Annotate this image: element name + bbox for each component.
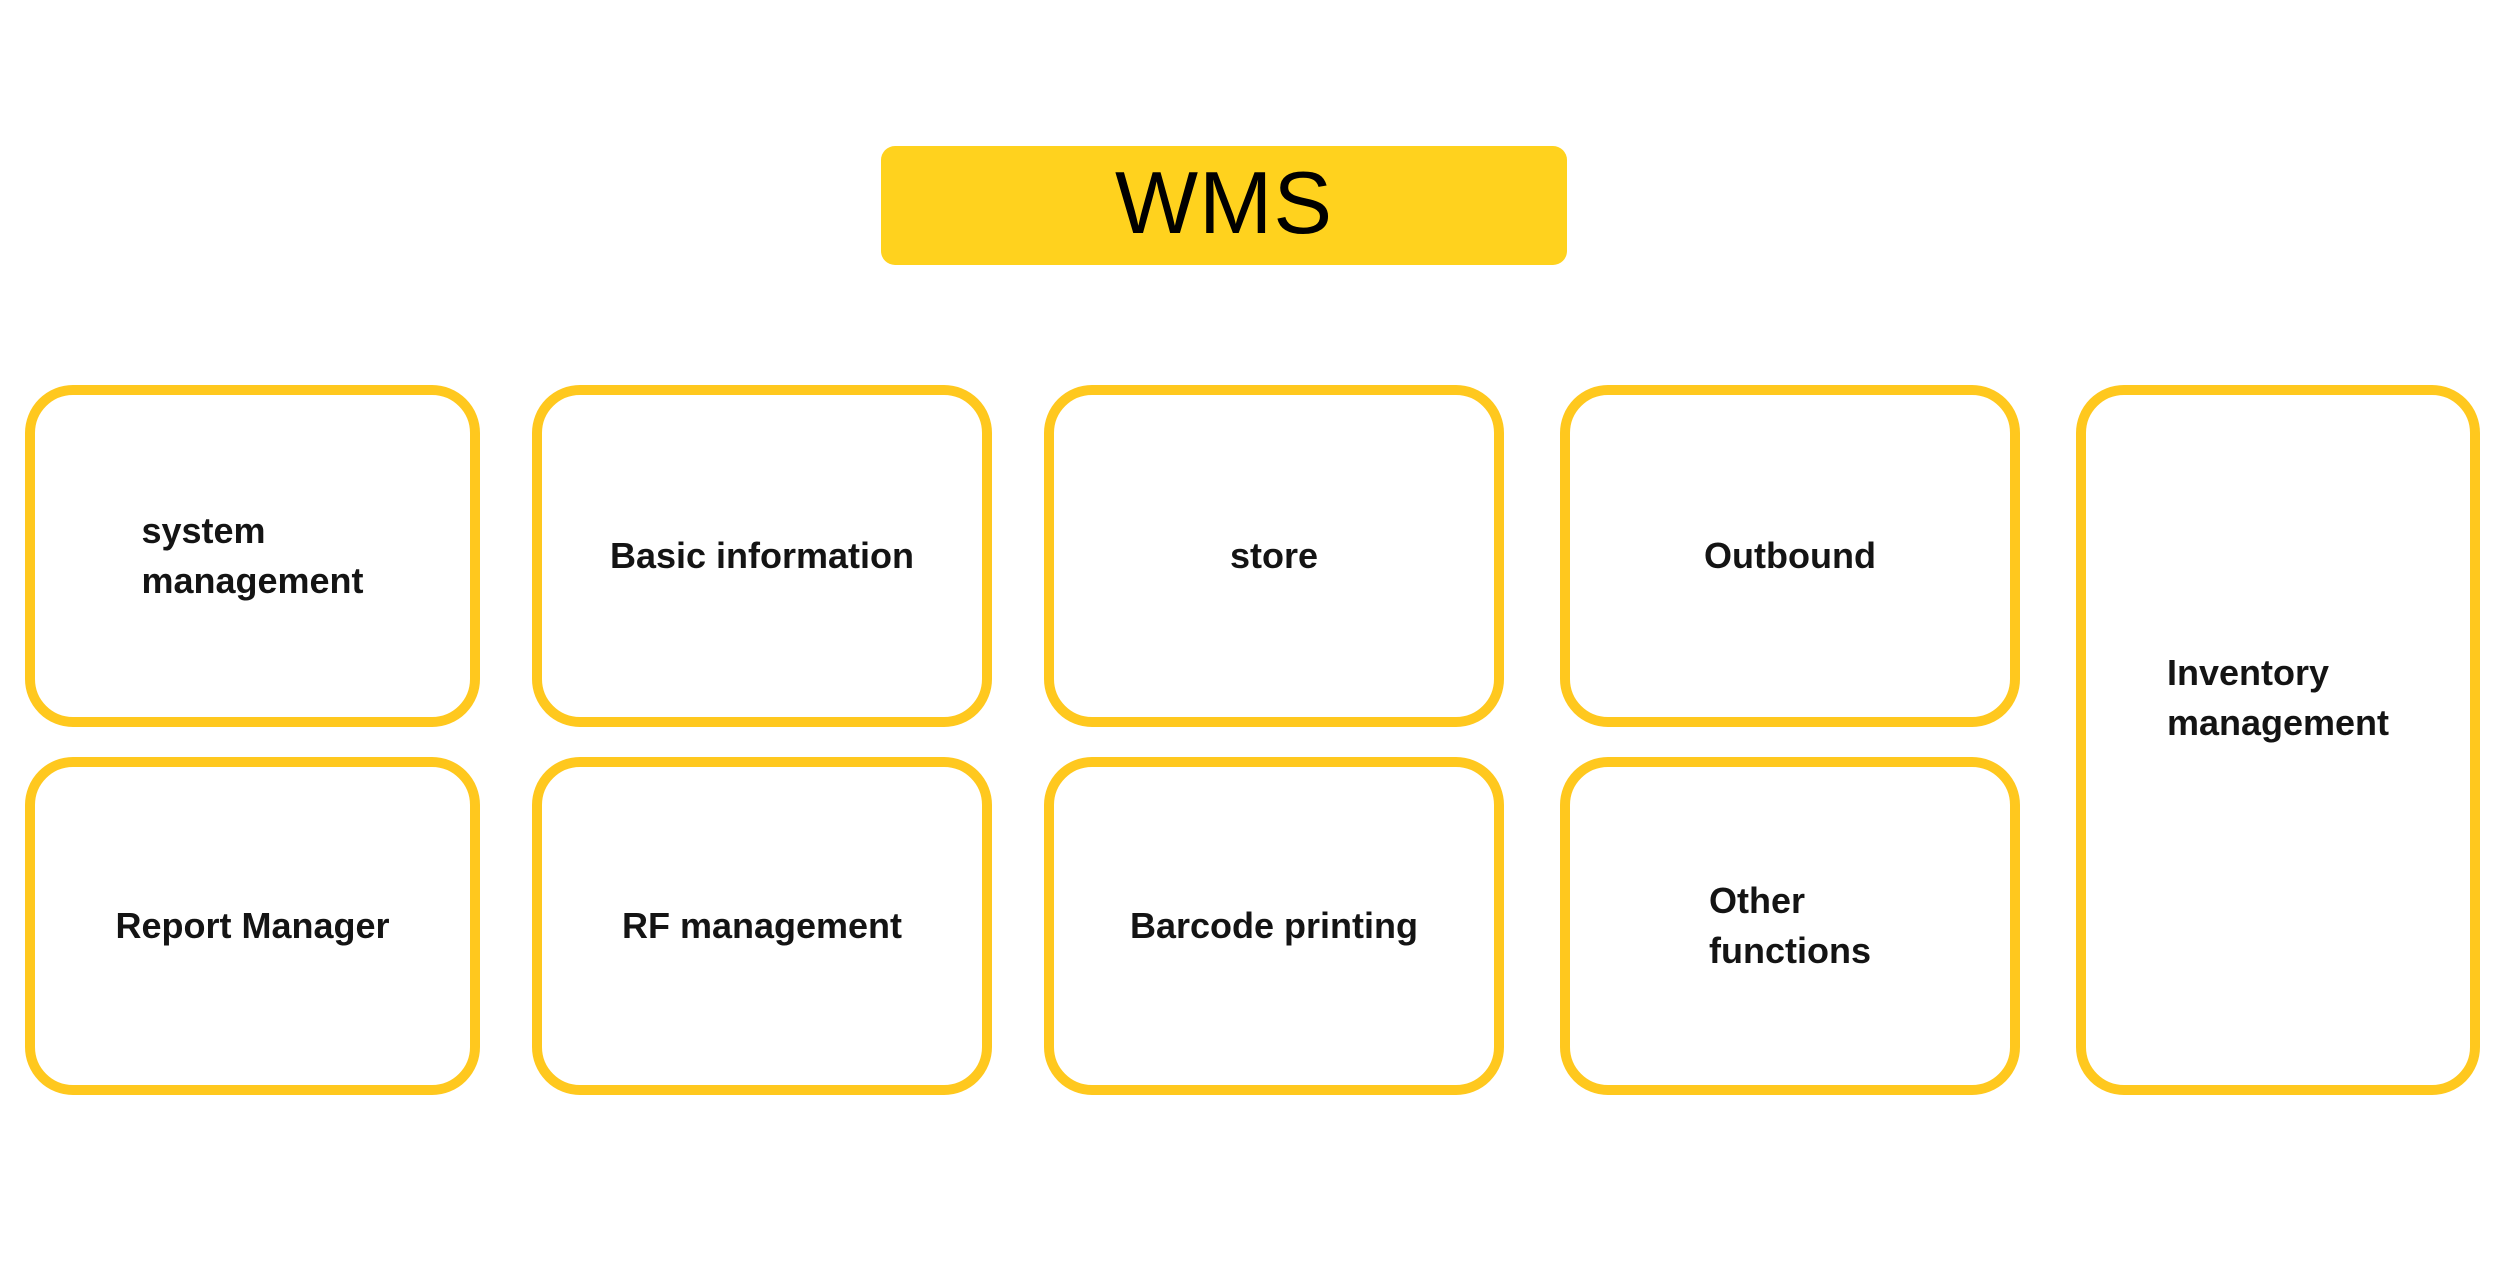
node-label: Barcode printing [1129,904,1419,946]
node-label: Basic information [609,534,915,576]
node-inventory-management: Inventory management [2076,385,2480,1095]
node-rf-management: RF management [532,757,992,1095]
wms-title-box: WMS [881,146,1567,265]
node-label: RF management [621,904,903,946]
node-label: Other functions [1709,879,1871,971]
node-system-management: system management [25,385,480,727]
node-label: Outbound [1704,534,1876,576]
node-barcode-printing: Barcode printing [1044,757,1504,1095]
node-outbound: Outbound [1560,385,2020,727]
node-label: Report Manager [115,904,390,946]
node-other-functions: Other functions [1560,757,2020,1095]
node-basic-information: Basic information [532,385,992,727]
node-label: system management [141,509,364,601]
node-label: store [1229,534,1319,576]
node-store: store [1044,385,1504,727]
wms-title: WMS [1114,152,1334,252]
node-label: Inventory management [2166,651,2390,743]
node-report-manager: Report Manager [25,757,480,1095]
